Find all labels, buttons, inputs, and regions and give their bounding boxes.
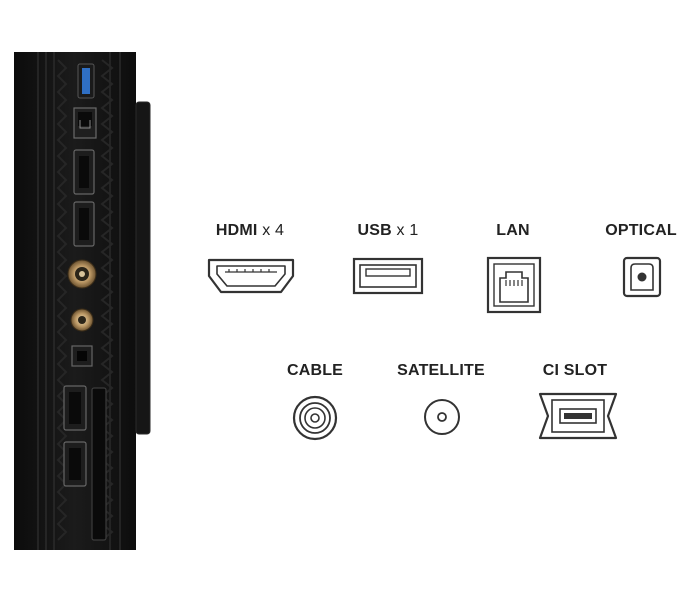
panel-hdmi-port-2	[73, 201, 95, 247]
ci-slot-label-name: CI SLOT	[542, 362, 608, 379]
hdmi-icon	[207, 258, 295, 294]
tv-side-ridge	[135, 101, 151, 435]
hdmi-label: HDMI x 4	[216, 222, 284, 240]
lan-label: LAN	[496, 222, 529, 240]
hdmi-label-count: x 4	[257, 222, 285, 239]
optical-label: OPTICAL	[605, 222, 677, 240]
ci-slot-icon	[538, 392, 618, 440]
usb-label: USB x 1	[358, 222, 419, 240]
hdmi-label-name: HDMI	[215, 222, 258, 239]
satellite-label: SATELLITE	[397, 362, 485, 380]
cable-label-name: CABLE	[286, 362, 344, 379]
panel-lan-port	[73, 107, 97, 139]
optical-icon	[622, 256, 662, 298]
satellite-icon	[424, 399, 460, 435]
ci-slot-label: CI SLOT	[543, 362, 608, 380]
panel-optical-port	[71, 345, 93, 367]
panel-usb-port	[77, 63, 95, 99]
usb-icon	[352, 257, 424, 295]
panel-cable-port	[67, 259, 97, 289]
usb-label-name: USB	[357, 222, 392, 239]
panel-satellite-port	[70, 308, 94, 332]
lan-label-name: LAN	[496, 222, 530, 239]
panel-hdmi-port-4	[63, 441, 87, 487]
panel-hdmi-port-3	[63, 385, 87, 431]
chassis-grooves	[37, 52, 121, 550]
lan-icon	[486, 256, 542, 314]
panel-ci-slot	[91, 387, 107, 541]
usb-label-count: x 1	[391, 222, 419, 239]
cable-label: CABLE	[287, 362, 343, 380]
panel-hdmi-port-1	[73, 149, 95, 195]
satellite-label-name: SATELLITE	[397, 362, 485, 379]
optical-label-name: OPTICAL	[605, 222, 677, 239]
cable-coax-icon	[292, 395, 338, 441]
